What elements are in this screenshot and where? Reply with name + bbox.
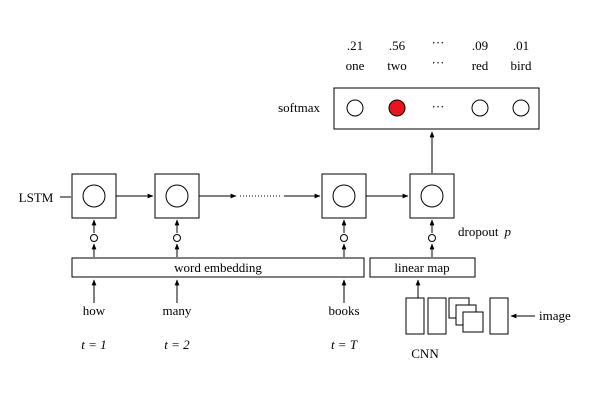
dropout-links — [90, 219, 436, 257]
cnn-icon — [405, 297, 509, 335]
lstm-label: LSTM — [19, 190, 54, 205]
input-word-books: books — [328, 303, 359, 318]
cnn-layer-4 — [489, 297, 509, 335]
dropout-param: p — [503, 224, 511, 239]
softmax-label: softmax — [278, 100, 320, 115]
output-word-ellipsis: ··· — [432, 55, 445, 70]
output-prob-bird: .01 — [513, 38, 529, 53]
dropout-label: dropout p — [458, 224, 511, 239]
lstm-cells — [71, 173, 455, 219]
linear-map-label: linear map — [394, 260, 449, 275]
time-step-2: t = 2 — [164, 337, 190, 352]
time-step-1: t = 1 — [81, 337, 106, 352]
cnn-layer-3c — [462, 311, 484, 333]
softmax-unit-one — [346, 99, 364, 117]
dropout-text: dropout — [458, 224, 499, 239]
word-embedding-box — [71, 257, 365, 278]
cnn-layer-2 — [427, 297, 447, 335]
softmax-output-labels: .21 one .56 two ··· ··· .09 red .01 bird — [346, 35, 532, 73]
softmax-unit-bird — [512, 99, 530, 117]
word-embedding-label: word embedding — [174, 260, 262, 275]
dropout-node-2 — [173, 234, 181, 242]
output-word-one: one — [346, 58, 365, 73]
output-word-red: red — [472, 58, 489, 73]
output-prob-one: .21 — [347, 38, 363, 53]
softmax-unit-two-selected — [388, 99, 406, 117]
linear-map-box — [369, 257, 476, 278]
lstm-state-T — [332, 184, 356, 208]
time-step-T: t = T — [331, 337, 358, 352]
lstm-state-output — [420, 184, 444, 208]
softmax-box — [333, 87, 540, 130]
output-word-two: two — [387, 58, 407, 73]
dropout-node-1 — [90, 234, 98, 242]
output-prob-ellipsis: ··· — [432, 35, 445, 50]
lstm-state-2 — [165, 184, 189, 208]
softmax-ellipsis: ··· — [432, 99, 445, 114]
output-prob-two: .56 — [389, 38, 406, 53]
output-prob-red: .09 — [472, 38, 488, 53]
dropout-node-T — [340, 234, 348, 242]
input-word-many: many — [163, 303, 192, 318]
lstm-state-1 — [82, 184, 106, 208]
cnn-label: CNN — [411, 346, 439, 361]
input-word-how: how — [83, 303, 106, 318]
image-label: image — [539, 308, 571, 323]
output-word-bird: bird — [511, 58, 532, 73]
softmax-unit-red — [471, 99, 489, 117]
cnn-layer-1 — [405, 297, 425, 335]
dropout-node-output — [428, 234, 436, 242]
